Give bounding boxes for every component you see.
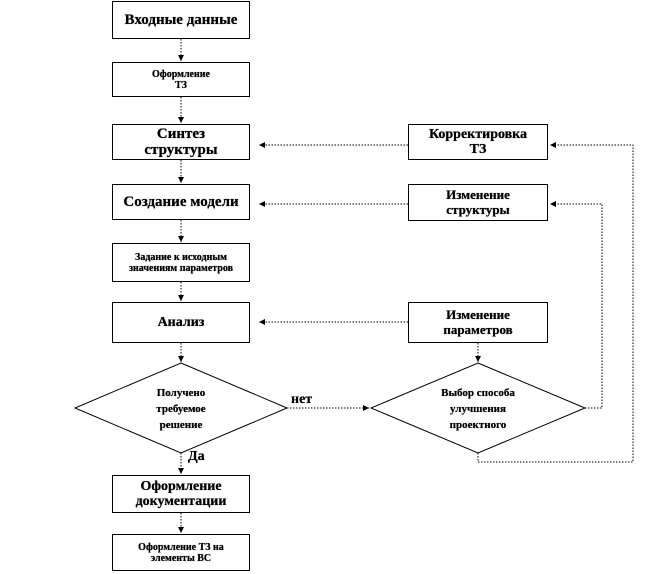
box-parameter-change: Изменение параметров [408,302,548,343]
box-analysis: Анализ [112,302,250,343]
box-tz-correction: Корректировка ТЗ [408,124,548,160]
box-input-data: Входные данные [112,1,250,39]
label-no: нет [291,392,313,407]
box-structure-synthesis: Синтез структуры [112,124,250,160]
label-yes: Да [188,449,205,464]
edge-method-correction [477,142,634,463]
box-documentation: Оформление документации [112,475,250,513]
box-tz-elements: Оформление ТЗ на элементы ВС [112,534,250,571]
box-initial-params: Задание к исходным значениям параметров [112,243,250,282]
box-model-creation: Создание модели [112,184,250,220]
edge-method-structchange [550,201,603,409]
box-tz-formation: Оформление ТЗ [112,62,250,97]
box-structure-change: Изменение структуры [408,184,548,221]
decision-method-text: Выбор способа улучшения проектного [441,387,515,431]
decision-solution-text: Получено требуемое решение [156,387,206,431]
